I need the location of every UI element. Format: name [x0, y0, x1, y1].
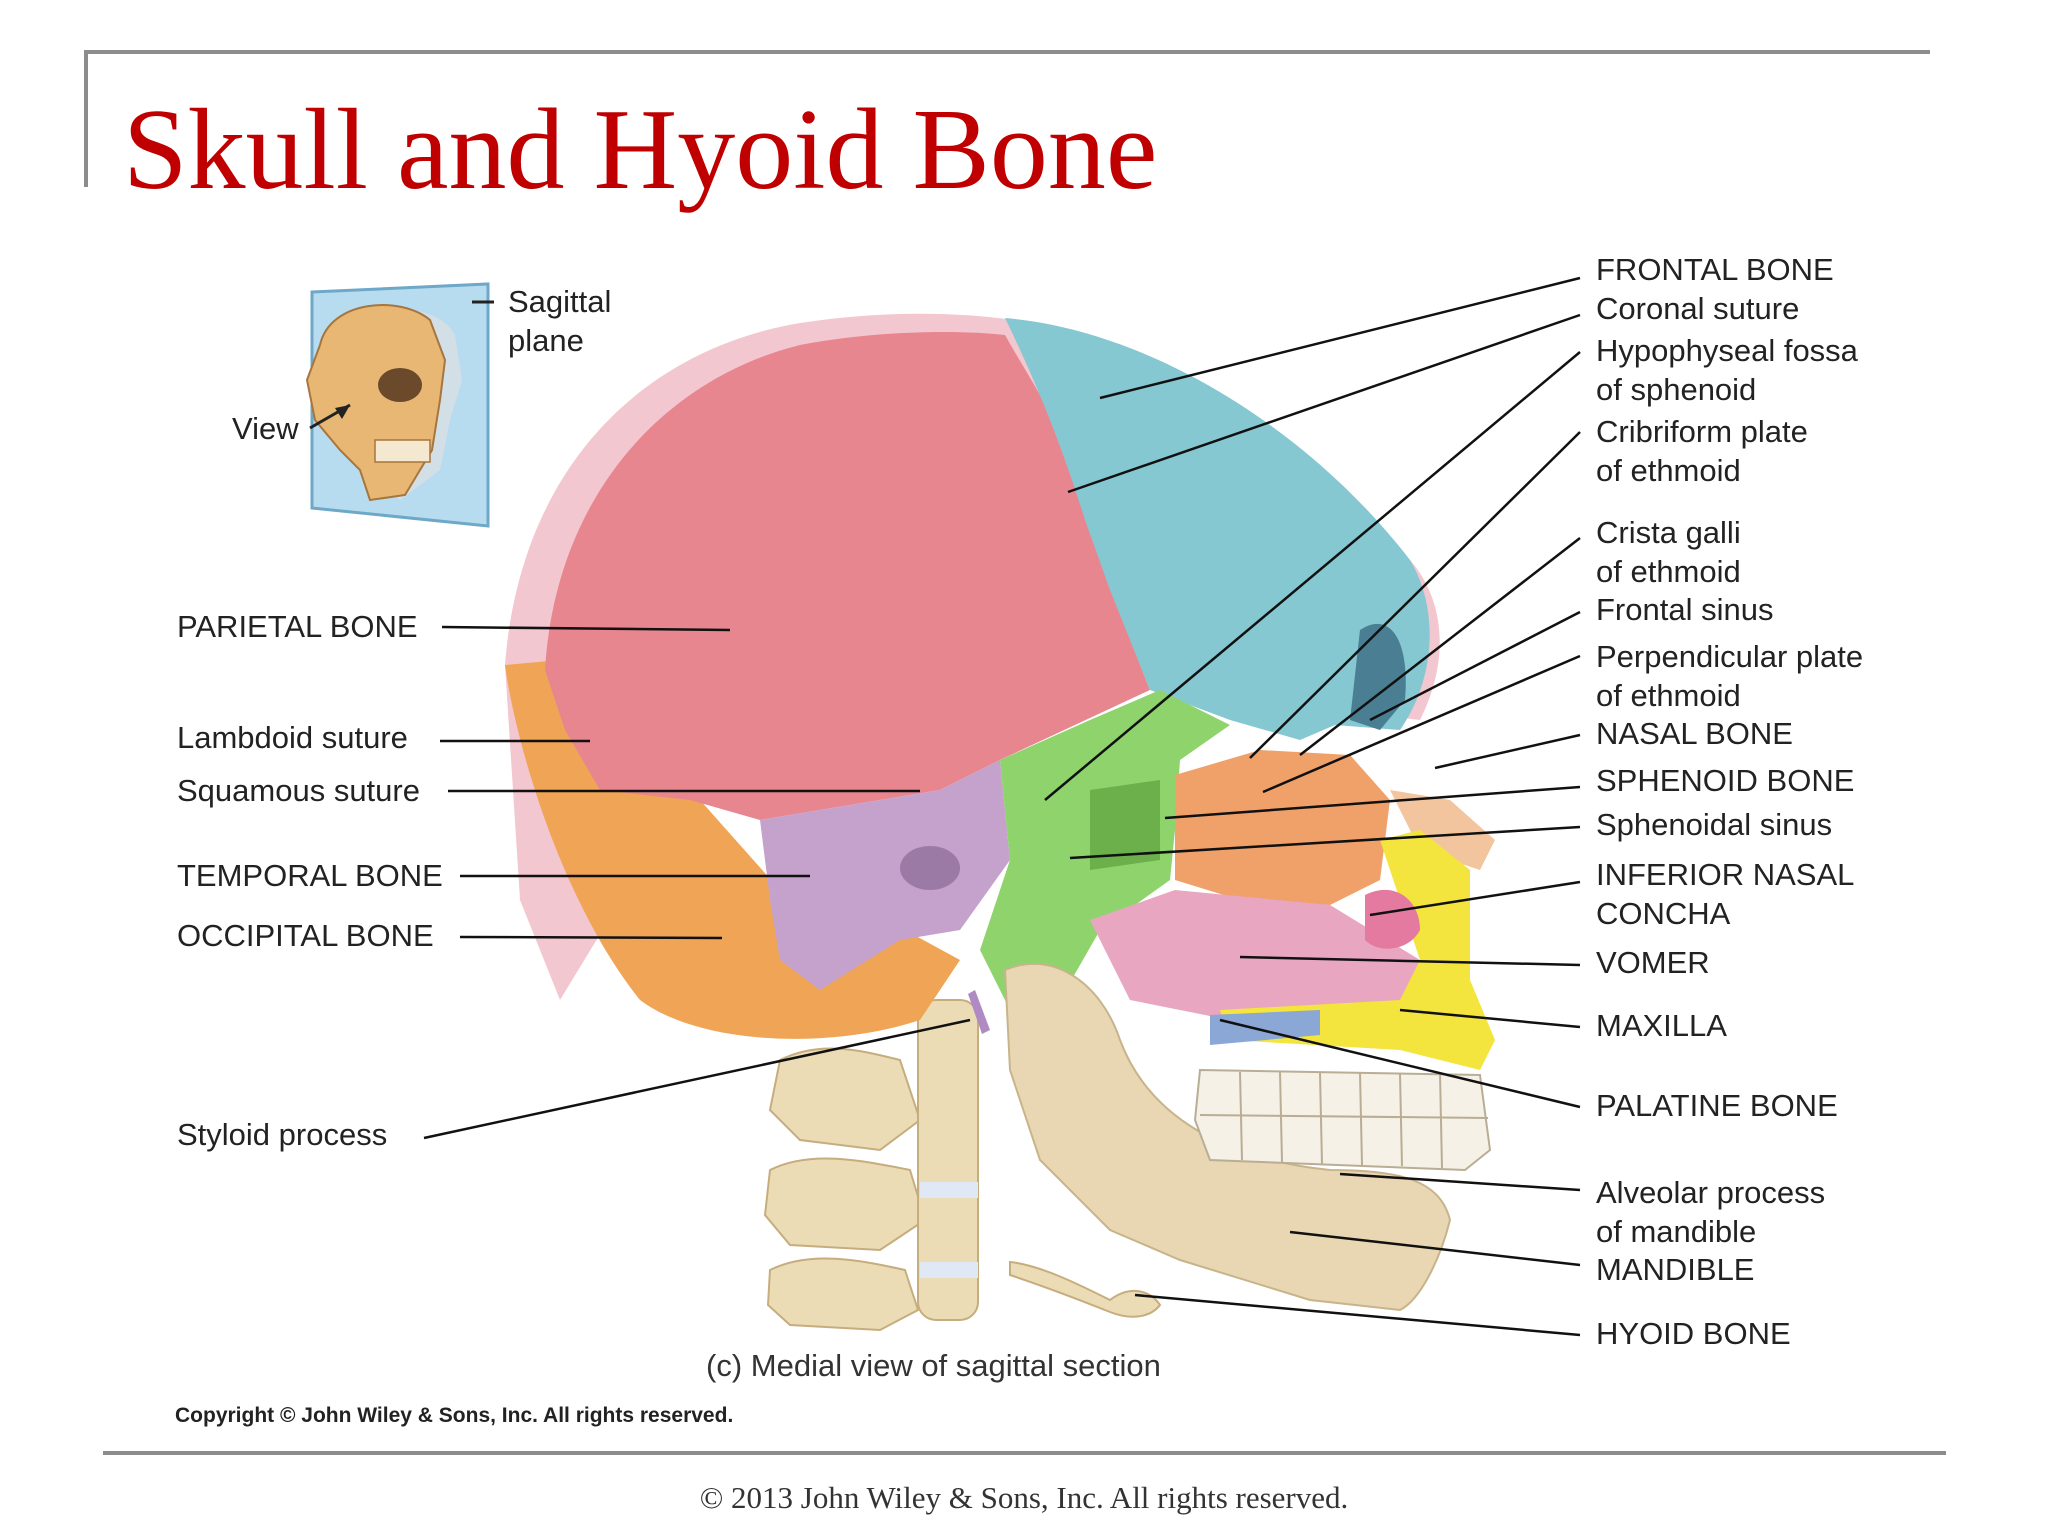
styloid-process: [968, 990, 990, 1034]
vomer: [1090, 890, 1420, 1020]
label-styloid-process: Styloid process: [177, 1117, 388, 1152]
label-crista-galli-line2: of ethmoid: [1596, 554, 1741, 589]
label-perpendicular-plate-line2: of ethmoid: [1596, 678, 1741, 713]
figure-caption: (c) Medial view of sagittal section: [706, 1348, 1161, 1383]
label-crista-galli-line1: Crista galli: [1596, 515, 1741, 550]
inferior-nasal-concha: [1365, 889, 1420, 949]
frontal-bone: [1005, 318, 1430, 740]
label-inferior-nasal-concha-line2: CONCHA: [1596, 896, 1731, 931]
sagittal-plane-label-line1: Sagittal: [508, 284, 612, 319]
mandible: [1003, 962, 1452, 1312]
hyoid-bone: [1009, 1260, 1162, 1318]
slide-frame-top: [84, 50, 1930, 54]
slide-frame-bottom: [103, 1451, 1946, 1455]
cervical-vertebrae: [763, 999, 979, 1332]
label-alveolar-process-line1: Alveolar process: [1596, 1175, 1826, 1210]
label-lambdoid-suture: Lambdoid suture: [177, 720, 408, 755]
label-squamous-suture: Squamous suture: [177, 773, 420, 808]
label-sphenoid-bone: SPHENOID BONE: [1596, 763, 1855, 798]
label-occipital-bone: OCCIPITAL BONE: [177, 918, 434, 953]
teeth: [1193, 1068, 1492, 1172]
label-frontal-sinus: Frontal sinus: [1596, 592, 1774, 627]
sagittal-plane-inset: [305, 282, 494, 528]
label-mandible: MANDIBLE: [1596, 1252, 1755, 1287]
maxilla: [1220, 830, 1495, 1070]
leader-lines: [423, 276, 1581, 1337]
slide-title: Skull and Hyoid Bone: [123, 86, 1158, 214]
label-hyoid-bone: HYOID BONE: [1596, 1316, 1791, 1351]
slide-footer: © 2013 John Wiley & Sons, Inc. All right…: [699, 1480, 1349, 1515]
label-maxilla: MAXILLA: [1596, 1008, 1727, 1043]
slide-frame-left: [84, 50, 88, 187]
label-nasal-bone: NASAL BONE: [1596, 716, 1793, 751]
label-palatine-bone: PALATINE BONE: [1596, 1088, 1838, 1123]
label-cribriform-plate-line2: of ethmoid: [1596, 453, 1741, 488]
view-label: View: [232, 411, 299, 446]
label-hypophyseal-fossa-line1: Hypophyseal fossa: [1596, 333, 1858, 368]
label-coronal-suture: Coronal suture: [1596, 291, 1800, 326]
ethmoid-bone: [1175, 750, 1390, 905]
label-frontal-bone: FRONTAL BONE: [1596, 252, 1834, 287]
figure-copyright: Copyright © John Wiley & Sons, Inc. All …: [175, 1404, 734, 1427]
skull-bones: [505, 313, 1495, 1318]
frontal-sinus: [1350, 623, 1406, 730]
temporal-bone: [760, 760, 1010, 990]
parietal-bone: [545, 332, 1150, 820]
label-alveolar-process-line2: of mandible: [1596, 1214, 1757, 1249]
nasal-bone: [1390, 790, 1495, 870]
label-sphenoidal-sinus: Sphenoidal sinus: [1596, 807, 1833, 842]
label-inferior-nasal-concha-line1: INFERIOR NASAL: [1596, 857, 1855, 892]
label-temporal-bone: TEMPORAL BONE: [177, 858, 443, 893]
sagittal-plane-label-line2: plane: [508, 323, 584, 358]
label-parietal-bone: PARIETAL BONE: [177, 609, 418, 644]
label-perpendicular-plate-line1: Perpendicular plate: [1596, 639, 1864, 674]
label-cribriform-plate-line1: Cribriform plate: [1596, 414, 1808, 449]
label-hypophyseal-fossa-line2: of sphenoid: [1596, 372, 1757, 407]
label-vomer: VOMER: [1596, 945, 1710, 980]
